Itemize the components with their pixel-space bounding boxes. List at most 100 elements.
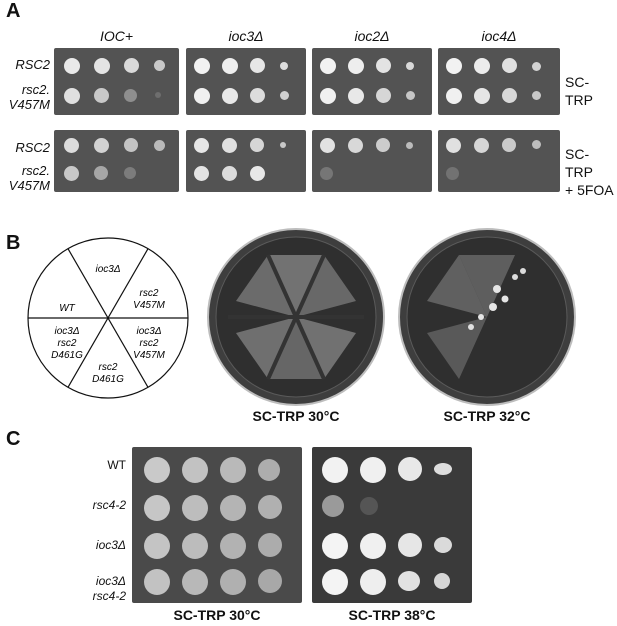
column-title-ioc3: ioc3Δ (228, 28, 264, 44)
plate-label-c-30c: SC-TRP 30°C (173, 607, 261, 623)
row-label-line: ioc3Δ (95, 574, 126, 588)
row-label-ioc3: ioc3Δ (60, 538, 126, 553)
row-label-line: RSC2 (15, 57, 50, 72)
row-label-rsc2-v457m-foa: rsc2. V457M (0, 163, 50, 193)
row-label-wt: WT (60, 458, 126, 473)
colony (489, 303, 497, 311)
colony-spot (474, 138, 489, 153)
sector-label-upper-left: WT (59, 303, 75, 314)
colony (468, 324, 474, 330)
condition-line: SC-TRP (565, 146, 593, 180)
colony-spot (258, 569, 282, 593)
colony-spot (94, 58, 110, 74)
colony-spot (94, 88, 109, 103)
colony-spot (222, 88, 238, 104)
row-label-rsc2: RSC2 (0, 57, 50, 72)
sector-label-lower-right: ioc3Δ (136, 326, 161, 337)
colony-spot (144, 495, 170, 521)
colony-spot (320, 88, 336, 104)
petri-plate-32c (398, 228, 576, 406)
row-label-line: RSC2 (15, 140, 50, 155)
colony-spot (348, 58, 364, 74)
colony-spot (320, 167, 333, 180)
colony-spot (94, 138, 109, 153)
colony-spot (322, 569, 348, 595)
colony-spot (398, 457, 422, 481)
colony-spot (360, 533, 386, 559)
colony-spot (320, 58, 336, 74)
colony-spot (502, 138, 516, 152)
growth-sector (236, 317, 296, 379)
growth-sector (268, 317, 324, 379)
colony-spot (446, 167, 459, 180)
colony-spot (434, 573, 450, 589)
panel-b-letter: B (6, 232, 21, 254)
condition-line: + 5FOA (565, 182, 614, 198)
sector-label-lower-left: ioc3Δ (54, 326, 79, 337)
panel-c-letter: C (6, 428, 21, 450)
colony-spot (64, 88, 80, 104)
colony-spot (155, 92, 161, 98)
colony-spot (322, 495, 344, 517)
colony-spot (250, 88, 265, 103)
plate-a-ioc2-trp (312, 48, 432, 115)
colony-spot (194, 88, 210, 104)
colony-spot (474, 58, 490, 74)
colony-spot (446, 138, 461, 153)
plate-a-ioc3-trp (186, 48, 306, 115)
row-label-line: rsc2. (21, 163, 50, 178)
plate-a-ioc4-trp (438, 48, 560, 115)
colony-spot (258, 495, 282, 519)
plate-label-c-38c: SC-TRP 38°C (348, 607, 436, 623)
colony-spot (360, 569, 386, 595)
row-label-rsc2-foa: RSC2 (0, 140, 50, 155)
petri-plate-30c (207, 228, 385, 406)
colony-spot (222, 138, 237, 153)
colony (520, 268, 526, 274)
sector-label-lower-left: rsc2 (58, 338, 77, 349)
row-label-line: rsc4-2 (92, 498, 126, 512)
growth-sector (459, 255, 515, 317)
condition-line: SC-TRP (565, 74, 593, 108)
growth-sector (296, 255, 356, 317)
row-label-rsc4-2: rsc4-2 (60, 498, 126, 513)
colony-spot (348, 138, 363, 153)
row-label-line: V457M (8, 178, 50, 193)
colony-spot (124, 89, 137, 102)
sector-label-top: ioc3Δ (95, 264, 120, 275)
colony-spot (406, 62, 414, 70)
colony-spot (222, 166, 237, 181)
plate-label-32c: SC-TRP 32°C (443, 408, 531, 424)
colony-spot (532, 91, 541, 100)
colony-spot (124, 138, 138, 152)
colony-spot (222, 58, 238, 74)
sector-label-lower-right: rsc2 (140, 338, 159, 349)
colony-spot (124, 58, 139, 73)
colony-spot (182, 569, 208, 595)
colony-spot (250, 58, 265, 73)
colony-spot (280, 91, 289, 100)
colony-spot (280, 62, 288, 70)
colony (501, 295, 509, 303)
colony-spot (154, 60, 165, 71)
colony-spot (182, 457, 208, 483)
colony-spot (194, 58, 210, 74)
row-label-line: rsc2. (21, 82, 50, 97)
plate-c-30c (132, 447, 302, 603)
growth-sector (427, 255, 487, 317)
sector-label-lower-left: D461G (51, 350, 83, 361)
colony-spot (446, 58, 462, 74)
colony-spot (220, 495, 246, 521)
colony-spot (144, 569, 170, 595)
colony-spot (322, 457, 348, 483)
colony-spot (376, 58, 391, 73)
colony-spot (182, 495, 208, 521)
colony-spot (124, 167, 136, 179)
sector-label-bottom: D461G (92, 374, 124, 385)
colony-spot (194, 138, 209, 153)
plate-c-38c (312, 447, 472, 603)
colony-spot (258, 459, 280, 481)
condition-label-trp: SC-TRP (565, 73, 617, 109)
row-label-rsc2-v457m: rsc2. V457M (0, 82, 50, 112)
sector-label-bottom: rsc2 (99, 362, 118, 373)
